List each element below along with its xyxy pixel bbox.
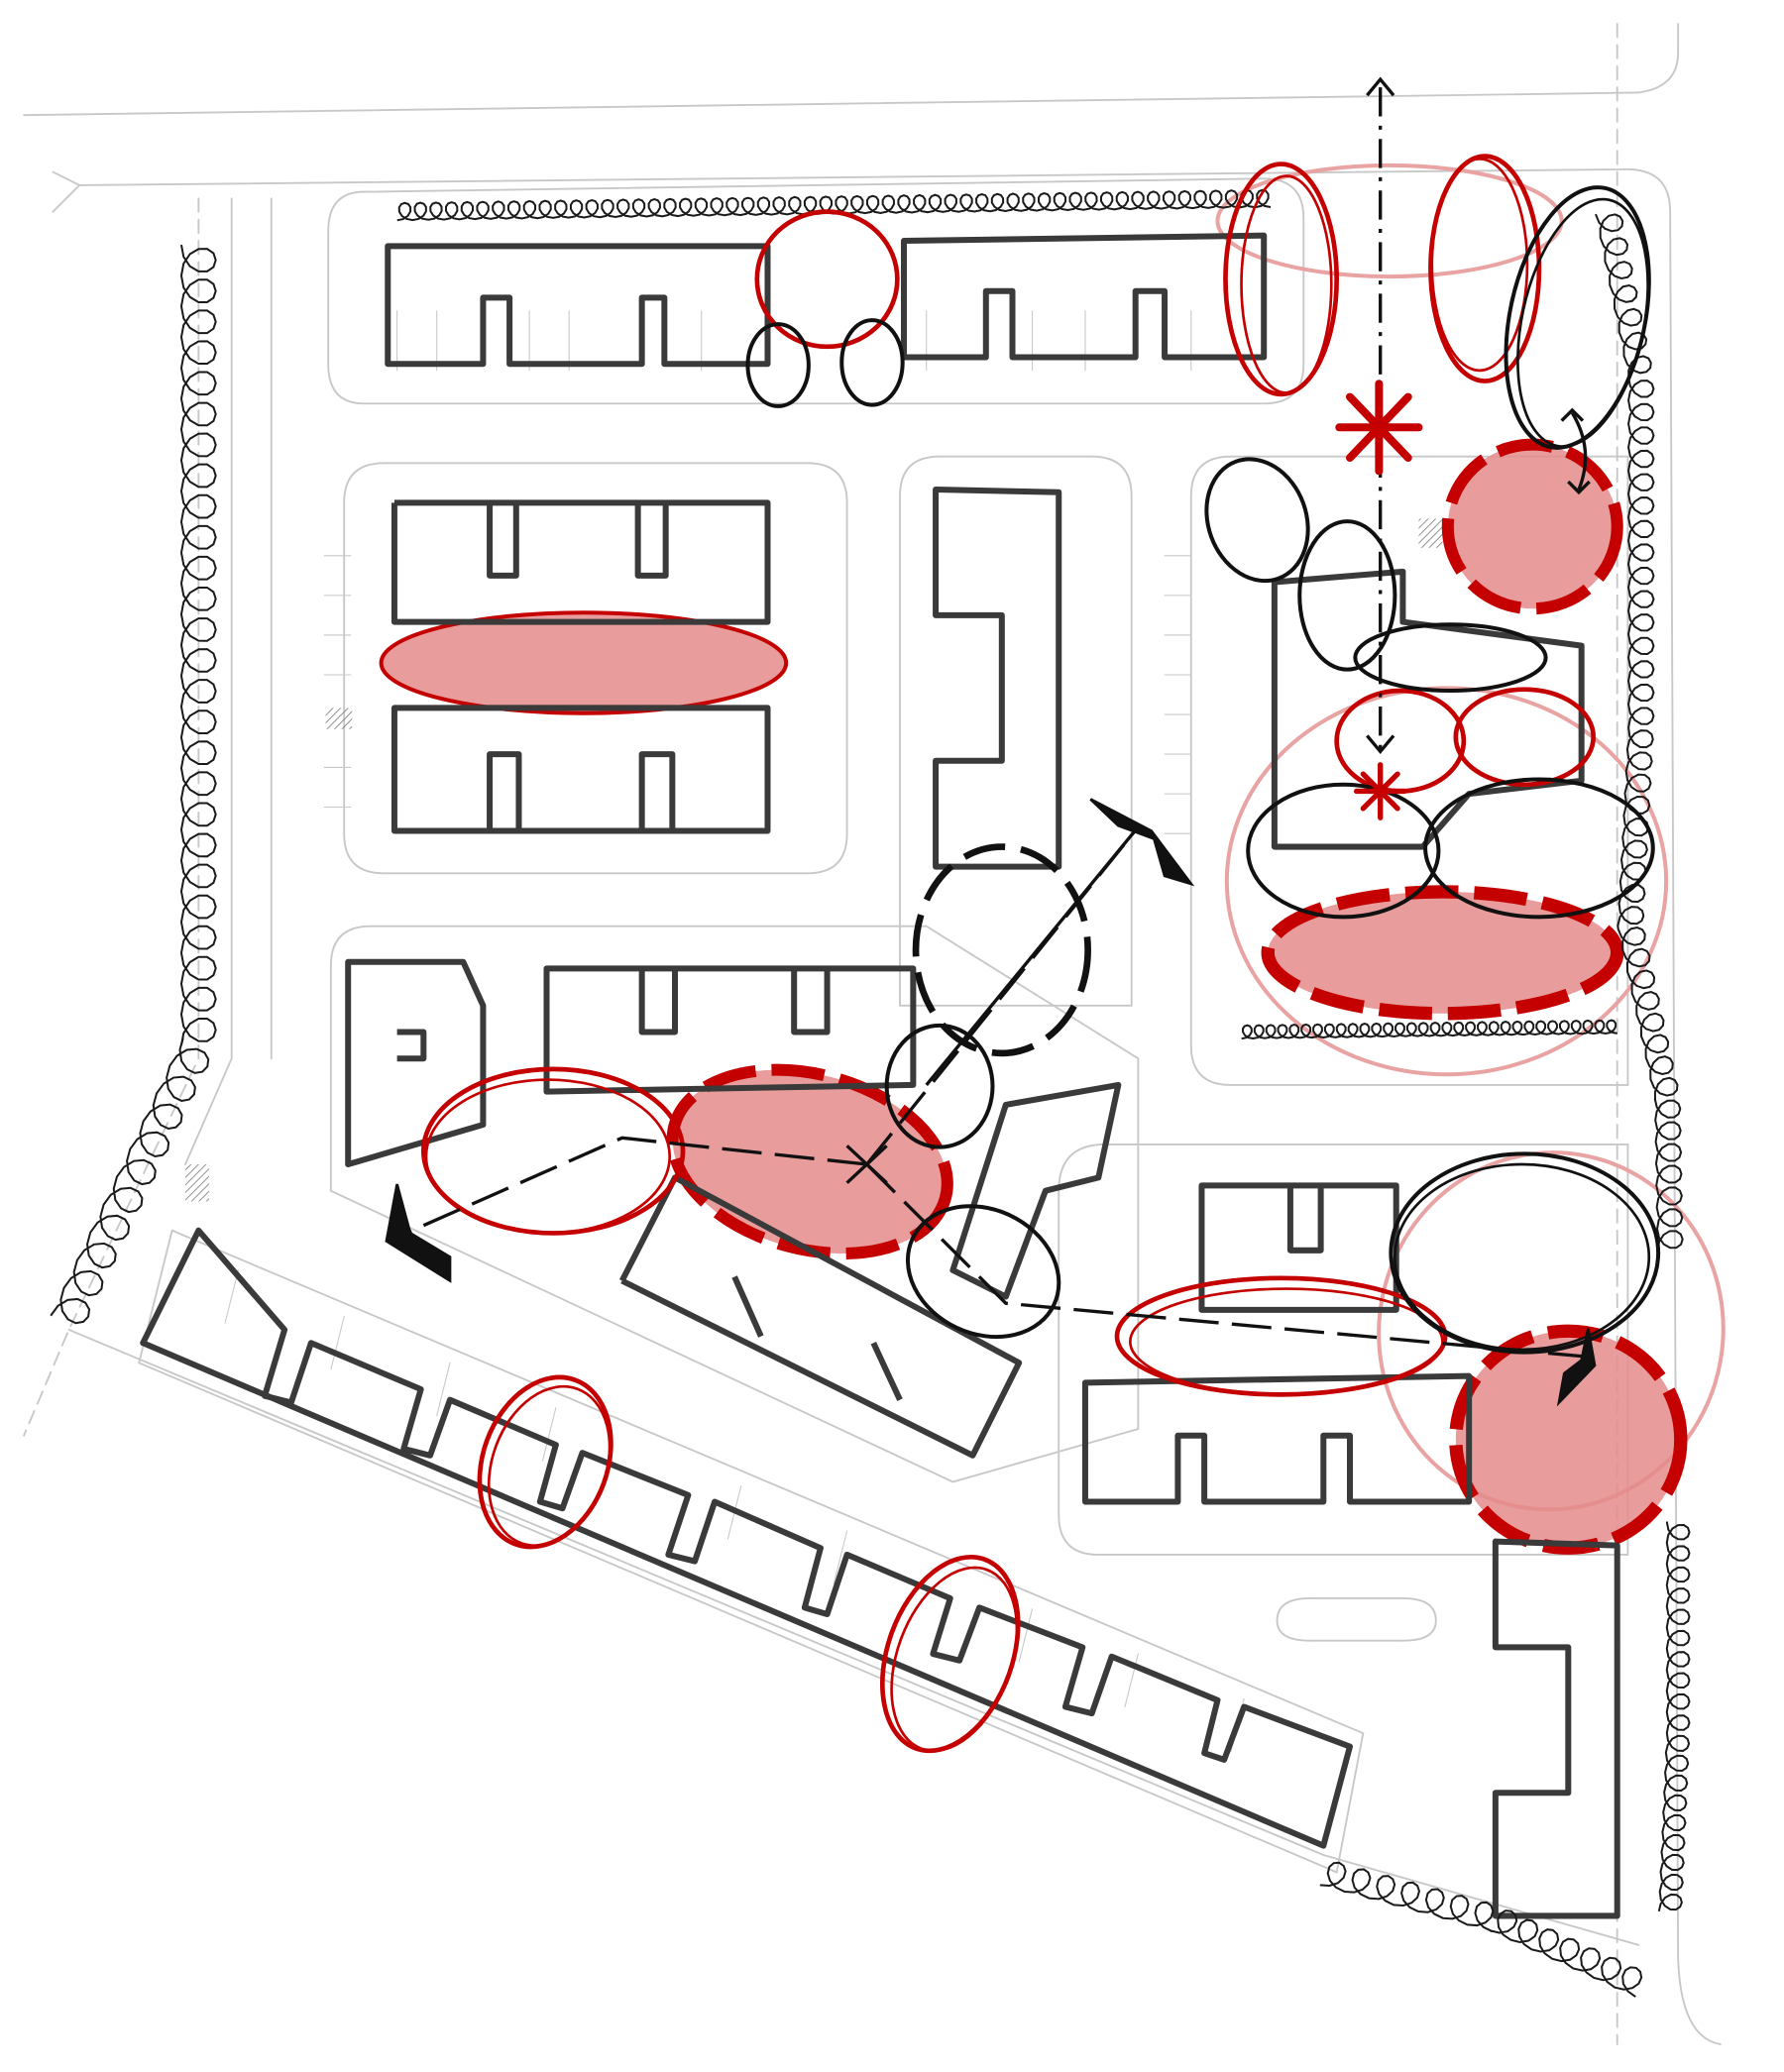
red-star-north [1335,380,1423,476]
red-ring-north-gap [754,209,900,350]
hatched-patches [184,518,1443,1202]
filled-zone-northeast [1441,438,1623,615]
movement-arrows [395,76,1591,1359]
black-ring-northeast-tall [1504,185,1651,450]
east-lot-outline [1189,455,1629,1086]
building-north-west [385,243,771,368]
black-ring-east-flat [1353,622,1548,694]
red-filled-zones [379,438,1688,1555]
building-central-tower [933,487,1062,870]
filled-arrowheads [385,798,1597,1407]
solid-arrow-northeast-segment [925,825,1140,1086]
hedge-west-edge [50,244,217,1325]
west-lot-outline [343,462,848,875]
black-ring-east-d [1423,777,1655,920]
building-southwest-small [345,958,487,1168]
building-west-upper [390,499,771,625]
red-ring-east-small-b [1453,687,1597,788]
filled-zone-southeast [1449,1324,1688,1555]
black-ring-southeast-2 [1394,1162,1651,1352]
curved-arrow-northeast-head-b [1567,480,1591,495]
curved-arrow-northeast [1570,411,1588,491]
black-ring-north-b [839,318,905,407]
filled-zone-west-courtyard [379,610,789,715]
red-star-markers [1335,380,1423,820]
red-ring-south-b2 [890,1566,1019,1753]
parking-stripes-north [396,310,1192,372]
building-diagonal-side [949,1081,1122,1300]
building-southwest-row [543,965,917,1095]
black-outline-rings [745,185,1661,1355]
red-ring-southeast-band-2 [1129,1287,1444,1396]
hedge-east-upper [1595,213,1684,1252]
filled-zone-east-court [1261,885,1624,1021]
dashed-arrow-to-west [395,1136,867,1239]
red-ring-east-small-a [1334,688,1467,794]
hatch-patch-southwest [184,1164,210,1202]
red-outline-rings [420,154,1597,1754]
arrowhead-west [385,1183,452,1283]
curved-arrow-northeast-head-a [1560,407,1585,422]
east-curb-line [1669,210,1722,2045]
red-ring-south-a2 [487,1384,612,1548]
dashed-arrow-to-northeast [865,825,1140,1166]
red-ring-southwest-2 [424,1078,672,1235]
site-context-linework [23,23,1722,2045]
north-street-edge-line [23,23,1680,117]
arrowhead-northeast [1089,798,1195,887]
parking-stripes-east [1164,555,1192,834]
black-ring-east-b [1297,519,1397,672]
hedge-scribbles [50,188,1691,1998]
north-curb-line [78,167,1672,213]
faint-ring-east-court [1224,686,1669,1077]
southeast-island-outline [1276,1597,1437,1642]
hedge-south-corner [1319,1861,1643,1998]
arrowhead-southeast [1556,1328,1597,1407]
building-north-east [901,232,1268,361]
building-west-lower [390,705,771,834]
north-axis-arrowhead-top [1366,76,1395,97]
red-ring-north-east-b2 [1430,157,1529,373]
dashed-arrow-to-southeast [865,1162,1582,1359]
west-walkway [184,197,273,1165]
black-ring-central-dashed [912,843,1091,1057]
red-ring-north-east-a [1223,162,1339,397]
central-lot-outline [899,455,1133,1007]
hedge-north-edge [396,188,1272,222]
black-ring-central-b [905,1204,1061,1340]
red-star-east-court [1354,762,1407,820]
black-ring-east-a [1204,457,1310,584]
building-southeast-lower [1081,1372,1473,1505]
black-ring-central-a [884,1023,995,1149]
hatch-patch-west [325,708,353,729]
north-entry-arrow-mark [52,170,81,213]
building-diagonal-upper [618,1174,1023,1459]
north-lot-outline [327,177,1305,405]
hedge-east-lower [1657,1521,1691,1912]
southeast-lot-outline [1058,1144,1629,1556]
black-ring-north-a [745,322,811,408]
west-boundary-line [23,197,200,1437]
building-southeast-upper [1198,1182,1399,1313]
parking-stripes-west [323,555,352,809]
faint-ring-north [1215,163,1564,279]
black-ring-east-c [1246,782,1441,920]
filled-zone-central [666,1063,953,1260]
north-axis-arrowhead-bottom [1366,734,1395,755]
star-cross-central [845,1145,888,1184]
building-outlines [140,232,1620,1919]
building-east-main [1271,568,1585,850]
building-east-tall [1492,1538,1620,1919]
south-parking-outline [138,1229,1365,1874]
hedge-east-court-base [1241,1019,1618,1040]
red-ring-north-east-b [1428,154,1542,383]
building-south-long [140,1227,1354,1849]
red-ring-north-east-a2 [1240,174,1333,394]
hatch-patch-east [1418,518,1443,548]
black-ring-northeast-tall-2 [1516,197,1649,448]
